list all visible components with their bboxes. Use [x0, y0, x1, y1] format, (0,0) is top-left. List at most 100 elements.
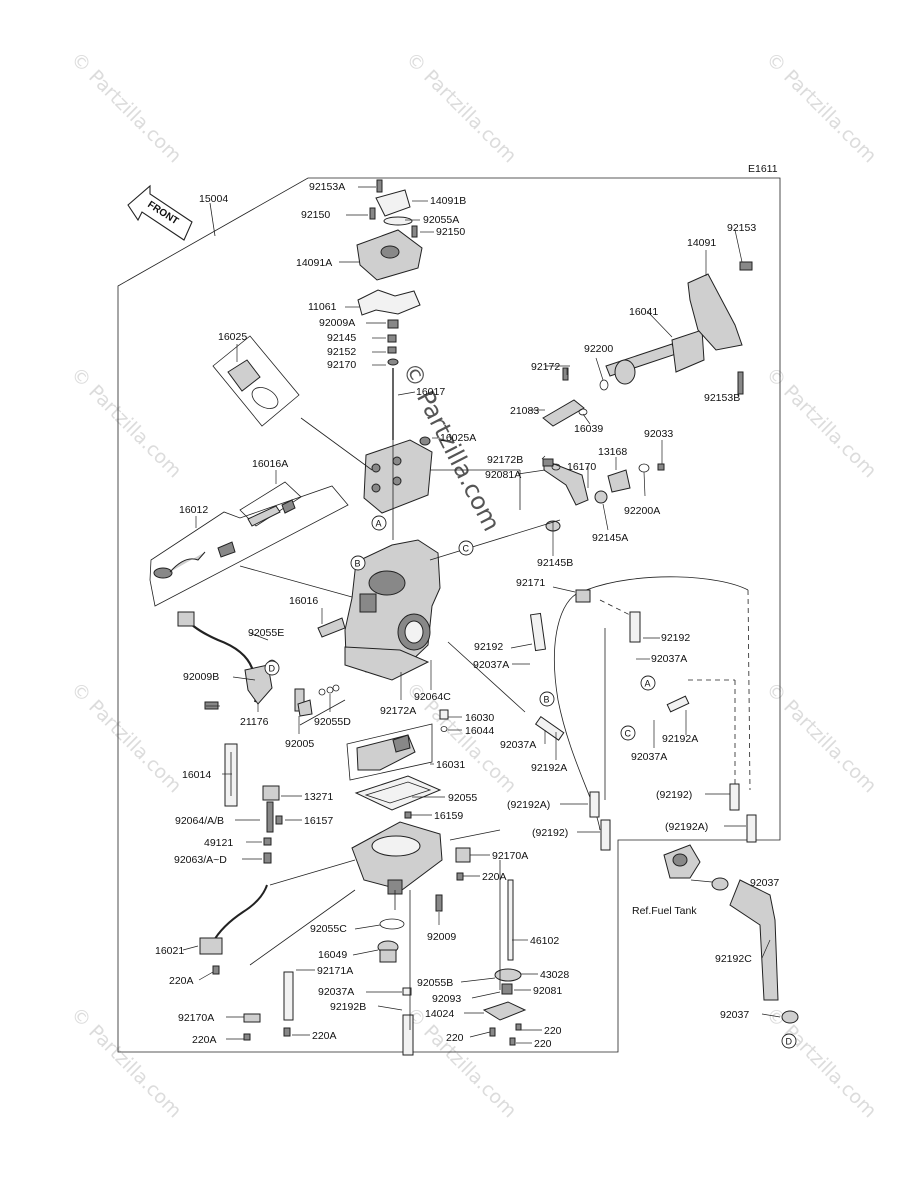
circle-ref-c: C — [458, 540, 474, 556]
watermark: © Partzilla.com — [761, 1003, 880, 1122]
part-label: 92037 — [720, 1009, 749, 1021]
part-label: 92192C — [715, 953, 752, 965]
svg-text:B: B — [355, 559, 361, 569]
part-label: 92200A — [624, 505, 660, 517]
part-label: 92055C — [310, 923, 347, 935]
circle-ref-a: A — [371, 515, 387, 531]
part-label: 92172 — [531, 361, 560, 373]
svg-text:B: B — [544, 695, 550, 705]
part-label: 92170 — [327, 359, 356, 371]
svg-text:C: C — [463, 544, 470, 554]
part-label: 92055D — [314, 716, 351, 728]
part-label: 13271 — [304, 791, 333, 803]
part-label: 92033 — [644, 428, 673, 440]
part-shapes — [149, 179, 799, 1056]
circle-ref-b: B — [350, 555, 366, 571]
watermark-layer: © Partzilla.com © Partzilla.com © Partzi… — [66, 48, 880, 1122]
part-label: 16016A — [252, 458, 288, 470]
watermark: © Partzilla.com — [401, 48, 520, 167]
leader-lines — [182, 186, 781, 1044]
part-label: 92153A — [309, 181, 345, 193]
watermark: © Partzilla.com — [401, 1003, 520, 1122]
part-label: 220 — [446, 1032, 464, 1044]
part-label: (92192A) — [507, 799, 550, 811]
part-label: 46102 — [530, 935, 559, 947]
part-label: 92081A — [485, 469, 521, 481]
svg-text:D: D — [786, 1037, 793, 1047]
circle-ref-c: C — [620, 725, 636, 741]
part-label: (92192) — [656, 789, 692, 801]
part-label: (92192) — [532, 827, 568, 839]
assembly-frame — [117, 177, 781, 1053]
part-label: 92009B — [183, 671, 219, 683]
watermark: © Partzilla.com — [66, 48, 185, 167]
part-label: 92192 — [474, 641, 503, 653]
part-label: 220A — [169, 975, 194, 987]
part-label: 16014 — [182, 769, 211, 781]
part-label: 92192A — [662, 733, 698, 745]
watermark: © Partzilla.com — [761, 48, 880, 167]
part-label: 92055B — [417, 977, 453, 989]
part-label: 92009 — [427, 931, 456, 943]
part-label: 92192 — [661, 632, 690, 644]
watermark: © Partzilla.com — [66, 363, 185, 482]
part-label: 16039 — [574, 423, 603, 435]
part-label: 92192B — [330, 1001, 366, 1013]
part-label: 14091B — [430, 195, 466, 207]
watermark: © Partzilla.com — [761, 678, 880, 797]
part-label: 92192A — [531, 762, 567, 774]
part-label: (92192A) — [665, 821, 708, 833]
part-label: 92055A — [423, 214, 459, 226]
part-label: 92055E — [248, 627, 284, 639]
part-label: 16031 — [436, 759, 465, 771]
watermark: © Partzilla.com — [761, 363, 880, 482]
part-label: 16025A — [440, 432, 476, 444]
part-label: 14091 — [687, 237, 716, 249]
part-label: 92037A — [473, 659, 509, 671]
part-label: 220 — [544, 1025, 562, 1037]
part-label: 92093 — [432, 993, 461, 1005]
part-label: 16157 — [304, 815, 333, 827]
part-label: 92170A — [492, 850, 528, 862]
part-label: 92150 — [436, 226, 465, 238]
part-label: 92037A — [500, 739, 536, 751]
part-label: 16017 — [416, 386, 445, 398]
reference-note: Ref.Fuel Tank — [632, 905, 697, 917]
part-label: 92037 — [750, 877, 779, 889]
svg-text:A: A — [645, 679, 651, 689]
part-label: 92171A — [317, 965, 353, 977]
part-label: 92171 — [516, 577, 545, 589]
part-label: 92055 — [448, 792, 477, 804]
part-label: 220A — [312, 1030, 337, 1042]
part-label: 92081 — [533, 985, 562, 997]
part-label: 92145 — [327, 332, 356, 344]
watermark: © Partzilla.com — [66, 678, 185, 797]
part-label: 220 — [534, 1038, 552, 1050]
part-label: 92153 — [727, 222, 756, 234]
part-label: 21083 — [510, 405, 539, 417]
svg-text:A: A — [376, 519, 382, 529]
part-label: 21176 — [240, 716, 269, 728]
part-label: 220A — [192, 1034, 217, 1046]
part-label: 92172A — [380, 705, 416, 717]
part-label: 16049 — [318, 949, 347, 961]
circle-ref-b: B — [539, 691, 555, 707]
svg-text:C: C — [625, 729, 632, 739]
part-label: 14091A — [296, 257, 332, 269]
part-label: 92063/A~D — [174, 854, 227, 866]
part-label: 220A — [482, 871, 507, 883]
part-label: 92153B — [704, 392, 740, 404]
part-label: 43028 — [540, 969, 569, 981]
part-label: 92200 — [584, 343, 613, 355]
part-label: 16012 — [179, 504, 208, 516]
part-label: 14024 — [425, 1008, 454, 1020]
circle-ref-d: D — [264, 660, 280, 676]
part-label: 13168 — [598, 446, 627, 458]
part-label: 92150 — [301, 209, 330, 221]
part-label: 16170 — [567, 461, 596, 473]
diagram-code: E1611 — [748, 163, 778, 175]
part-label: 92064/A/B — [175, 815, 224, 827]
front-arrow-icon: FRONT — [127, 184, 193, 241]
reference-circles: A B C D A B C D — [264, 515, 797, 1049]
